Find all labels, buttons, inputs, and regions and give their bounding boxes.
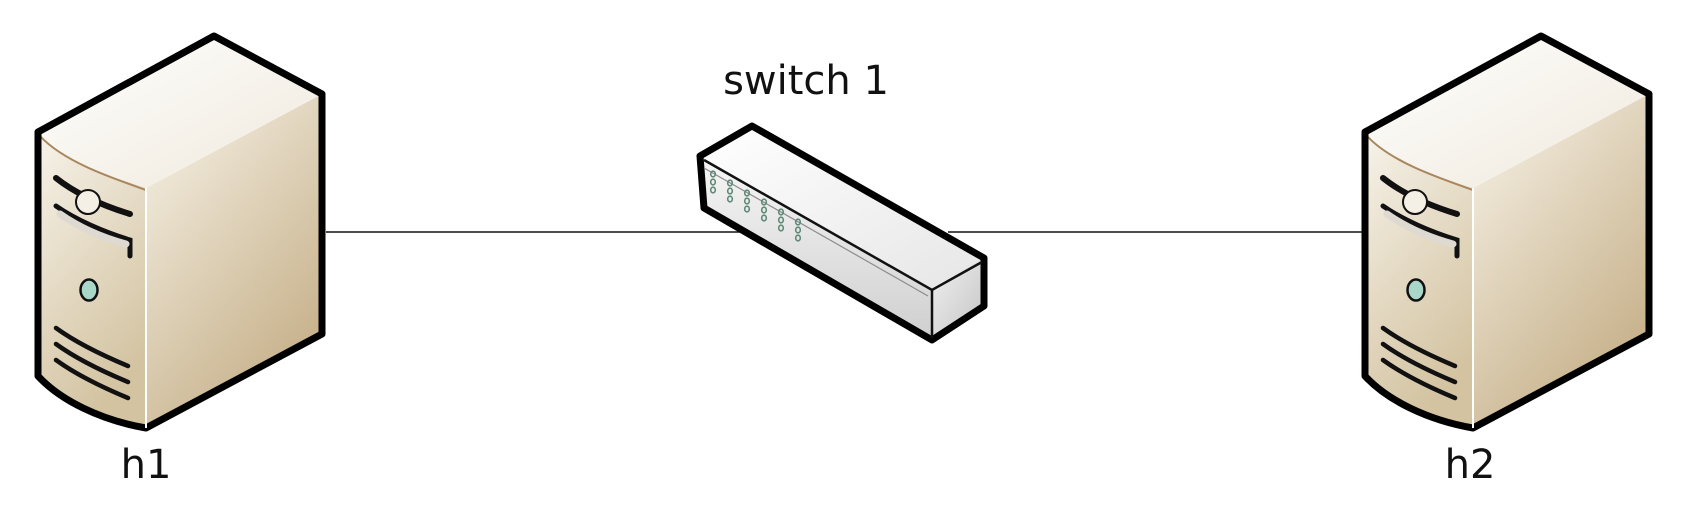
switch-label: switch 1 <box>723 58 889 104</box>
port-leds <box>709 170 802 242</box>
server-tower-icon[interactable] <box>1365 36 1649 428</box>
network-switch-icon[interactable] <box>696 122 988 344</box>
host-label-h1: h1 <box>120 442 172 488</box>
server-tower-icon[interactable] <box>38 36 322 428</box>
host-label-h2: h2 <box>1444 442 1496 488</box>
